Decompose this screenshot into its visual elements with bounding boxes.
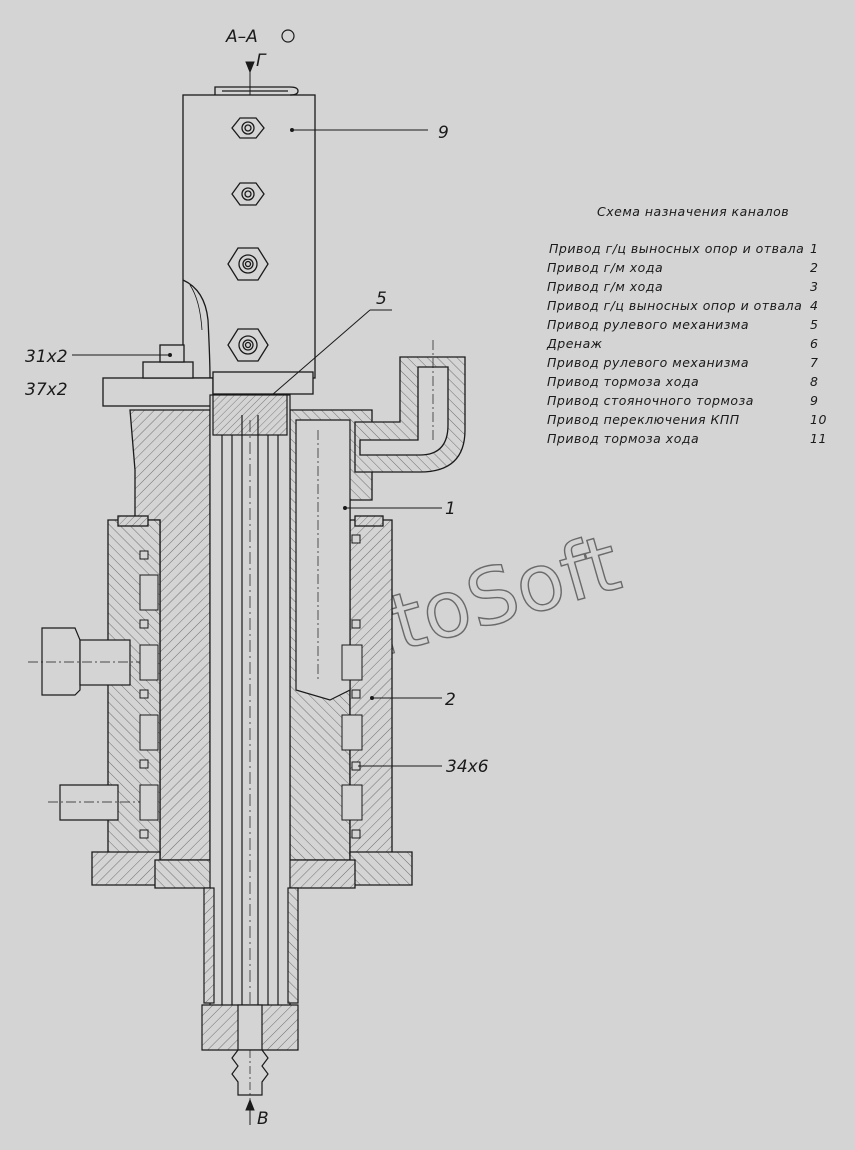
legend-item-number: 9 [810,393,818,408]
legend-item-label: Привод тормоза хода [547,431,699,446]
callout-37x2: 37x2 [25,380,68,400]
legend-item-label: Привод рулевого механизма [547,355,749,370]
callout-9: 9 [438,123,449,143]
view-mark-top: Г [256,51,267,71]
valve-block [182,86,316,379]
channel-legend: Схема назначения каналов Привод г/ц выно… [546,204,827,446]
callout-34x6: 34x6 [446,757,489,777]
legend-item-number: 5 [810,317,818,332]
callout-31x2: 31x2 [25,347,68,367]
callout-2: 2 [445,690,456,710]
legend-item-number: 10 [810,412,827,427]
legend-title: Схема назначения каналов [597,204,789,219]
legend-item-number: 6 [810,336,818,351]
fitting-4 [227,328,269,362]
rotation-mark-icon [281,29,295,43]
section-label: А–А Г В [225,27,295,1129]
legend-item-label: Привод стояночного тормоза [547,393,754,408]
seal-rings [139,534,363,839]
top-flange [102,344,314,407]
view-mark-bottom: В [257,1109,269,1129]
section-title: А–А [225,27,258,47]
legend-item-number: 11 [810,431,827,446]
elbow-fitting [354,340,466,473]
rotor-shaft [201,394,299,1100]
legend-item-label: Привод тормоза хода [547,374,699,389]
legend-item-number: 2 [810,260,818,275]
legend-item-number: 3 [810,279,818,294]
leaders [72,61,442,1125]
legend-item-label: Привод г/ц выносных опор и отвала [549,241,804,256]
callout-5: 5 [376,289,387,309]
internal-channel [295,419,351,701]
legend-item-label: Привод г/м хода [547,279,663,294]
fitting-3 [227,247,269,281]
fitting-1 [231,117,265,139]
legend-item-number: 1 [810,241,818,256]
fitting-2 [231,182,265,206]
legend-item-label: Привод г/м хода [547,260,663,275]
callout-1: 1 [445,499,456,519]
legend-item-number: 7 [810,355,818,370]
side-ports [28,627,140,821]
legend-item-label: Привод рулевого механизма [547,317,749,332]
legend-item-number: 4 [810,298,818,313]
callout-labels: 9 5 1 2 31x2 37x2 34x6 [25,123,489,777]
legend-item-label: Дренаж [546,336,603,351]
legend-item-label: Привод переключения КПП [547,412,740,427]
legend-item-number: 8 [810,374,818,389]
legend-item-label: Привод г/ц выносных опор и отвала [547,298,802,313]
